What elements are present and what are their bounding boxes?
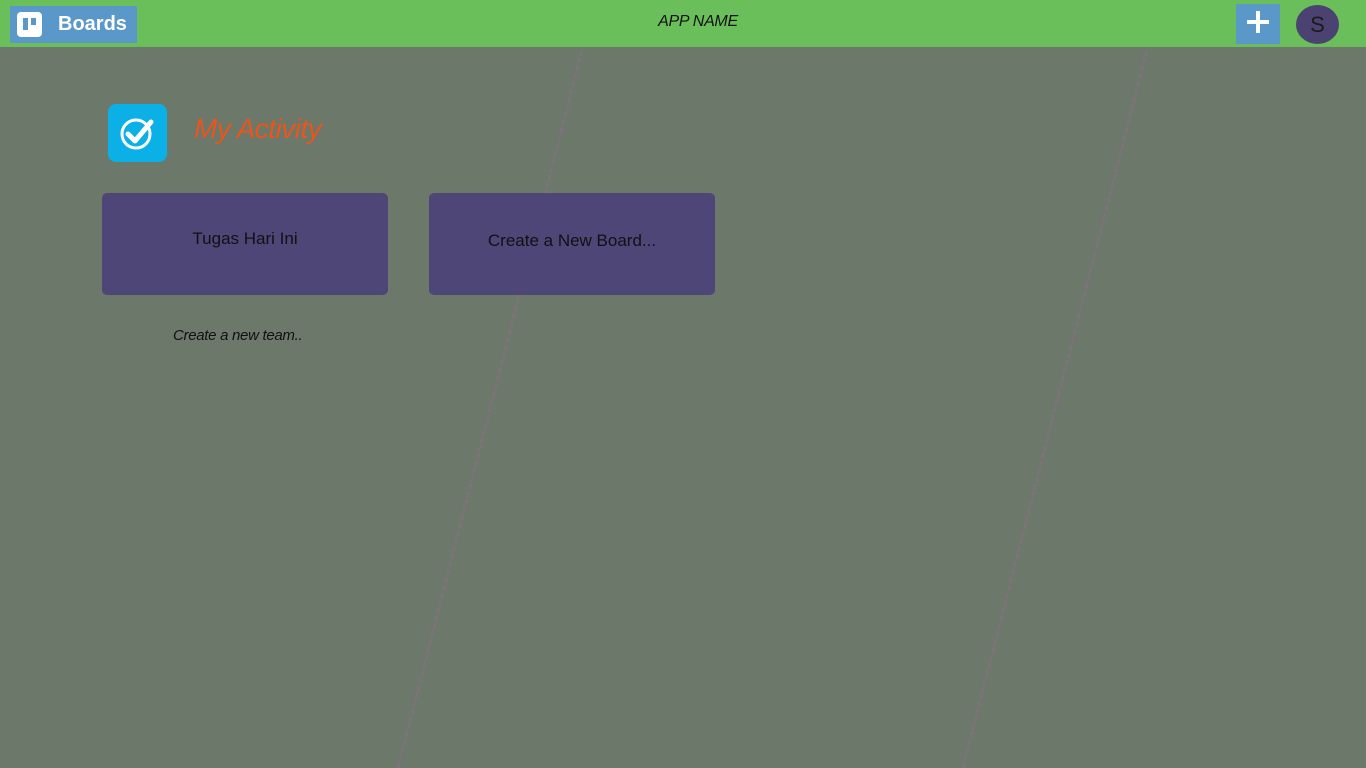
plus-icon: [1246, 10, 1270, 39]
create-team-link[interactable]: Create a new team..: [173, 327, 303, 344]
avatar-initial: S: [1310, 11, 1325, 37]
board-card-tugas-hari-ini[interactable]: Tugas Hari Ini: [102, 193, 388, 295]
section-title: My Activity: [194, 113, 322, 144]
check-circle-icon: [108, 104, 167, 162]
add-button[interactable]: [1236, 4, 1280, 44]
boards-label: Boards: [58, 13, 127, 35]
avatar[interactable]: S: [1296, 5, 1339, 44]
create-board-button[interactable]: Create a New Board...: [429, 193, 715, 295]
boards-button[interactable]: Boards: [10, 6, 137, 43]
boards-icon: [17, 12, 42, 37]
board-card-label: Create a New Board...: [487, 231, 657, 250]
top-bar: Boards APP NAME S: [0, 0, 1366, 47]
board-card-label: Tugas Hari Ini: [192, 229, 298, 248]
app-name: APP NAME: [658, 13, 738, 30]
